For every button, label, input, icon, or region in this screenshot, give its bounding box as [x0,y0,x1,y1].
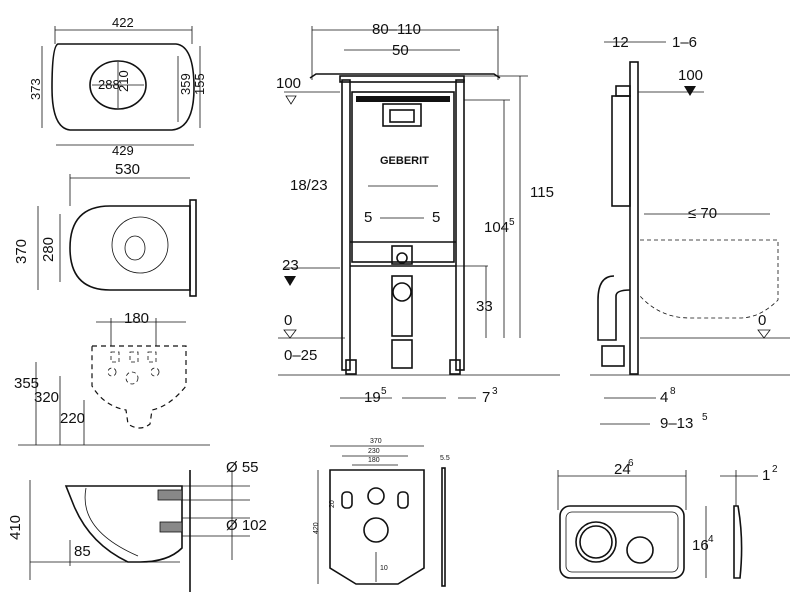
plate-height-label: 16 [692,537,709,554]
frame-height-base-sup: 5 [509,217,515,228]
frame-brand-label: GEBERIT [380,155,429,167]
mat-thickness-label: 5.5 [440,455,450,462]
plate-width-label: 24 [614,461,631,478]
flush-plate-view: 24 6 16 4 1 2 [557,458,778,579]
side-foot-2-sup: 5 [702,412,708,423]
plate-height-sup: 4 [708,534,714,545]
side-top-level-label: 100 [678,67,703,84]
sound-mat-view: 370 230 180 420 20 10 5.5 [313,438,450,587]
side-bowl-gap-label: ≤ 70 [688,205,717,222]
frame-foot-left-sup: 5 [381,386,387,397]
seat-width-top-label: 422 [112,15,134,30]
mat-height-label: 420 [313,522,320,534]
frame-inlet-level-label: 23 [282,257,299,274]
side-depth-2-label: 1–6 [672,34,697,51]
mat-width-label: 370 [370,438,382,445]
frame-top-level-label: 100 [276,75,301,92]
rear-h2-label: 320 [34,389,59,406]
frame-spacing-label: 18/23 [290,177,328,194]
seat-inner-height-label: 210 [116,70,131,92]
seat-height-left-label: 373 [28,78,43,100]
bowl-length-label: 530 [115,161,140,178]
side-offset-label: 85 [74,543,91,560]
frame-drain-level-label: 33 [476,298,493,315]
bowl-width-inner-label: 280 [40,237,57,262]
frame-inner-width-label: 50 [392,42,409,59]
bowl-top-view: 530 370 280 [13,161,197,297]
seat-inner-width-label: 288 [98,77,120,92]
side-height-label: 410 [7,515,24,540]
side-d-outlet-label: Ø 55 [226,459,259,476]
side-foot-2-label: 9–13 [660,415,693,432]
side-depth-1-label: 12 [612,34,629,51]
side-floor-label: 0 [758,312,766,329]
side-foot-1-label: 4 [660,389,668,406]
mat-w3-label: 180 [368,457,380,464]
frame-width-range-label: 80–110 [372,21,421,38]
frame-dx-right-label: 5 [432,209,440,226]
frame-front-view: 80–110 50 GEBERIT 18/23 5 5 [276,21,560,406]
rear-h1-label: 355 [14,375,39,392]
frame-height-base-label: 104 [484,219,509,236]
side-foot-1-sup: 8 [670,386,676,397]
mat-bottom-label: 10 [380,565,388,572]
plate-depth-label: 1 [762,467,770,484]
frame-floor-label: 0 [284,312,292,329]
frame-foot-right-sup: 3 [492,386,498,397]
frame-dx-left-label: 5 [364,209,372,226]
frame-foot-left-label: 19 [364,389,381,406]
bowl-width-outer-label: 370 [13,239,30,264]
frame-foot-right-label: 7 [482,389,490,406]
mat-w2-label: 230 [368,448,380,455]
seat-right-h1-label: 359 [178,73,193,95]
side-d-drain-label: Ø 102 [226,517,267,534]
frame-side-view: 12 1–6 100 ≤ 70 0 4 8 9–13 5 [590,34,790,432]
seat-top-view: 422 429 373 288 210 359 155 [28,15,207,158]
frame-height-total-label: 115 [530,184,554,201]
mat-hole-h-label: 20 [329,500,336,508]
bowl-rear-view: 180 355 320 220 [14,310,210,446]
plate-depth-sup: 2 [772,464,778,475]
bowl-side-view: Ø 55 Ø 102 410 85 [7,459,267,592]
plate-width-sup: 6 [628,458,634,469]
rear-top-width-label: 180 [124,310,149,327]
frame-floor-range-label: 0–25 [284,347,317,364]
seat-right-h2-label: 155 [192,73,207,95]
rear-h3-label: 220 [60,410,85,427]
seat-width-bottom-label: 429 [112,143,134,158]
